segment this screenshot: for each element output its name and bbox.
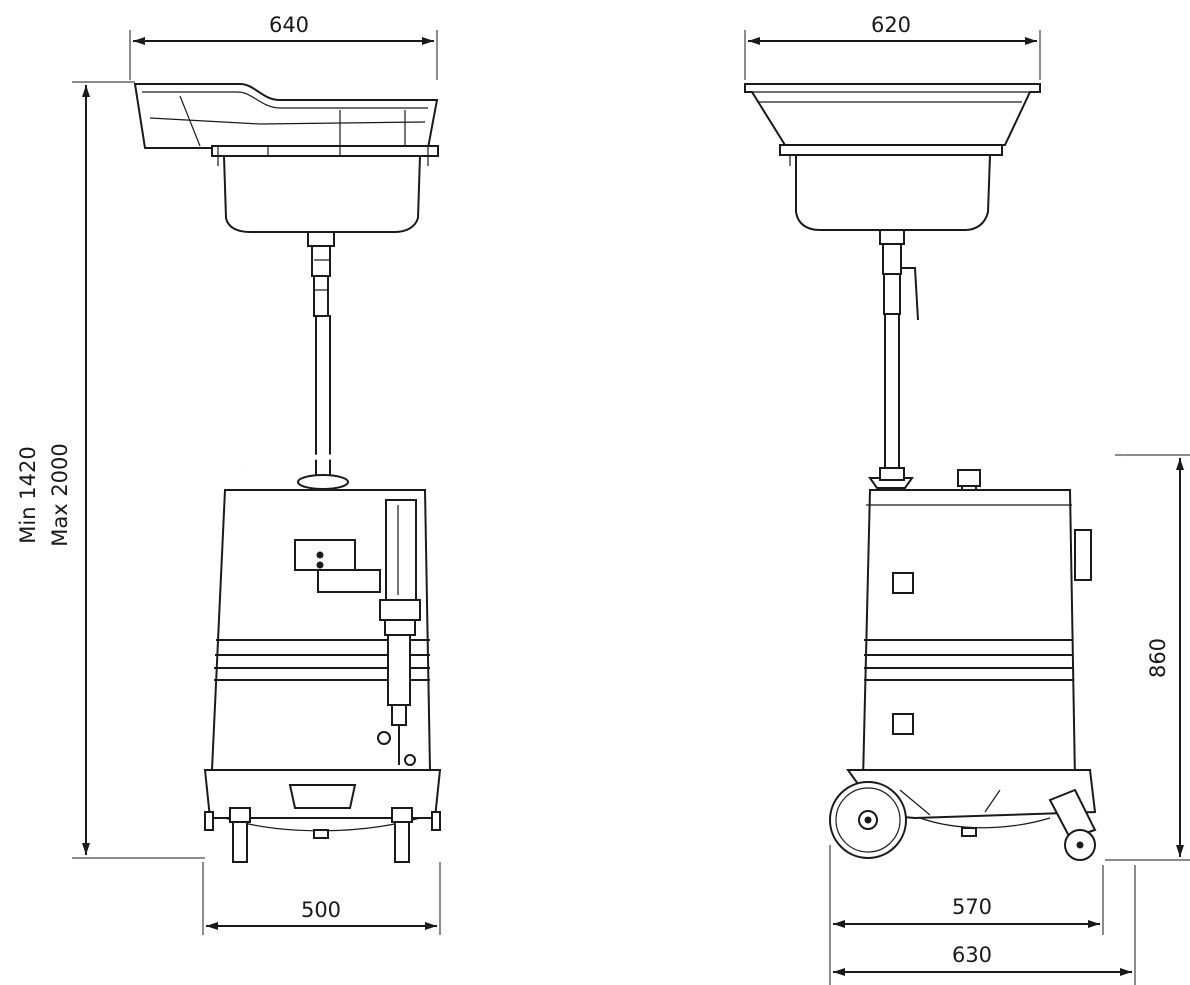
dimension-side-top-width: 620 — [744, 13, 1041, 80]
side-view-drain-unit — [744, 83, 1127, 861]
dim-label-side-base-width: 570 — [952, 895, 992, 919]
dim-label-front-top-width: 640 — [269, 13, 309, 37]
dim-label-front-base-width: 500 — [301, 898, 341, 922]
dimension-front-top-width: 640 — [129, 13, 438, 80]
dim-label-height-min: Min 1420 — [16, 446, 40, 543]
dim-label-side-top-width: 620 — [871, 13, 911, 37]
dimension-side-tank-height: 860 — [1105, 454, 1190, 861]
dim-label-side-total-width: 630 — [952, 943, 992, 967]
dimension-overall-height: Min 1420 Max 2000 — [16, 81, 205, 859]
dim-label-height-max: Max 2000 — [48, 443, 72, 547]
dim-label-side-tank-height: 860 — [1146, 638, 1170, 678]
dimension-front-base-width: 500 — [202, 862, 441, 935]
dimension-side-base-width: 570 630 — [829, 845, 1136, 985]
front-view-drain-unit — [133, 83, 442, 863]
